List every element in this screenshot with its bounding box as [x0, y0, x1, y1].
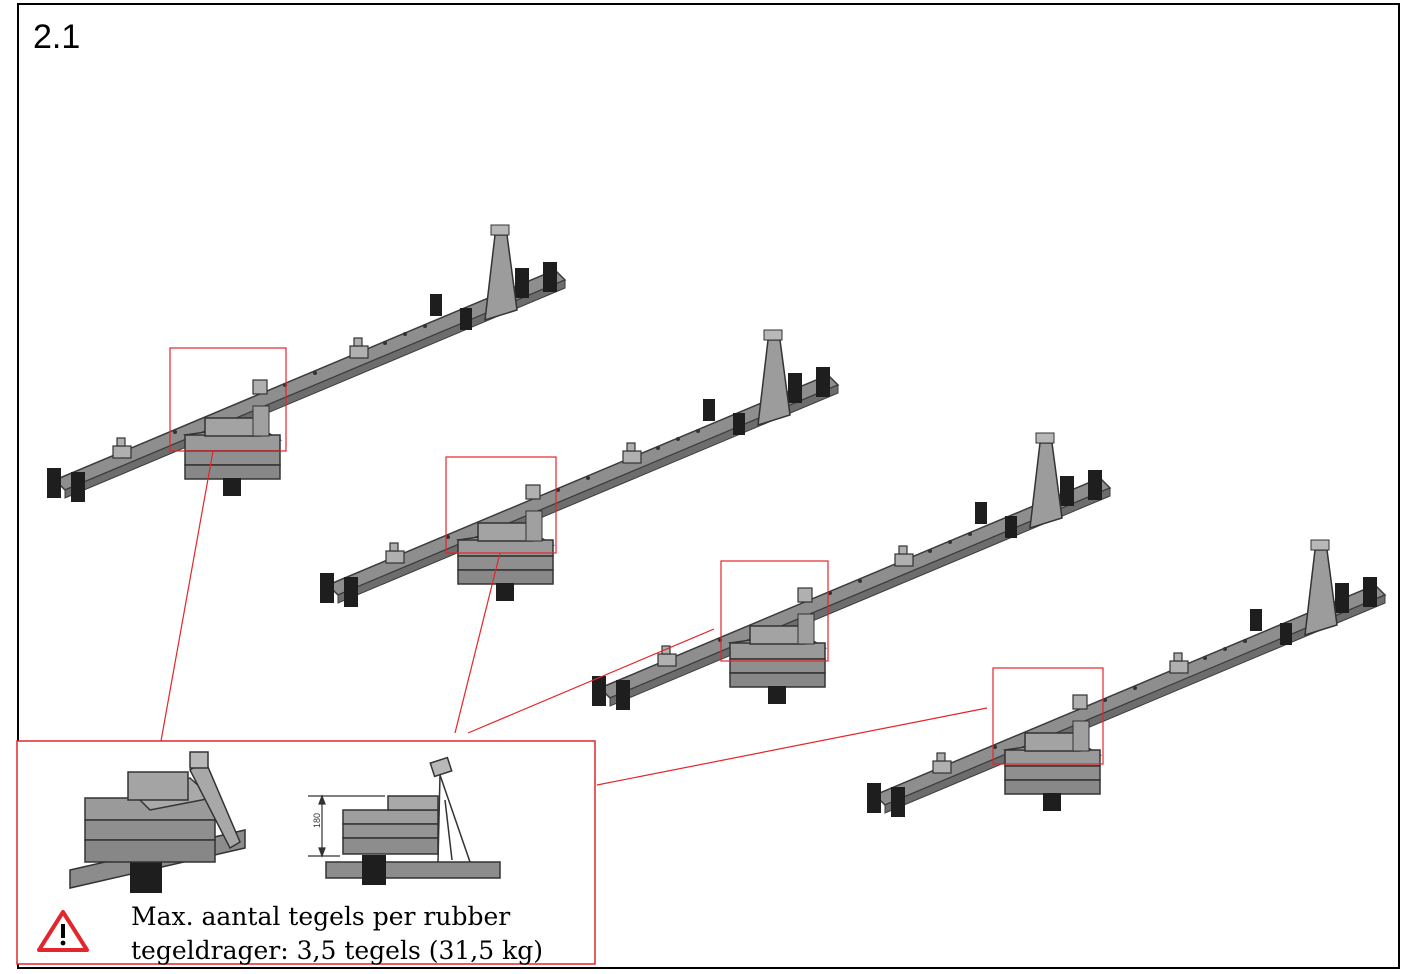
connector-line-2 [454, 552, 501, 734]
rail-assembly-2 [319, 329, 839, 608]
highlight-box-1 [169, 347, 287, 452]
warning-text: Max. aantal tegels per rubber tegeldrage… [131, 900, 543, 968]
warning-line-2: tegeldrager: 3,5 tegels (31,5 kg) [131, 936, 543, 965]
diagram-frame [17, 3, 1400, 969]
connector-line-1 [160, 450, 214, 742]
warning-line-1: Max. aantal tegels per rubber [131, 902, 511, 931]
dimension-indicator [308, 794, 385, 858]
highlight-box-3 [720, 560, 829, 662]
detail-side-view [325, 756, 501, 885]
connector-line-3 [467, 628, 715, 734]
highlight-box-2 [445, 456, 557, 554]
rail-assembly-4 [866, 539, 1386, 818]
rail-assembly-1 [46, 224, 566, 503]
step-number: 2.1 [33, 18, 81, 56]
highlight-box-4 [992, 667, 1104, 765]
warning-triangle-icon [37, 910, 89, 952]
dimension-label: 180 [312, 813, 322, 828]
connector-line-4 [596, 707, 988, 786]
detail-isometric-view [69, 751, 246, 893]
